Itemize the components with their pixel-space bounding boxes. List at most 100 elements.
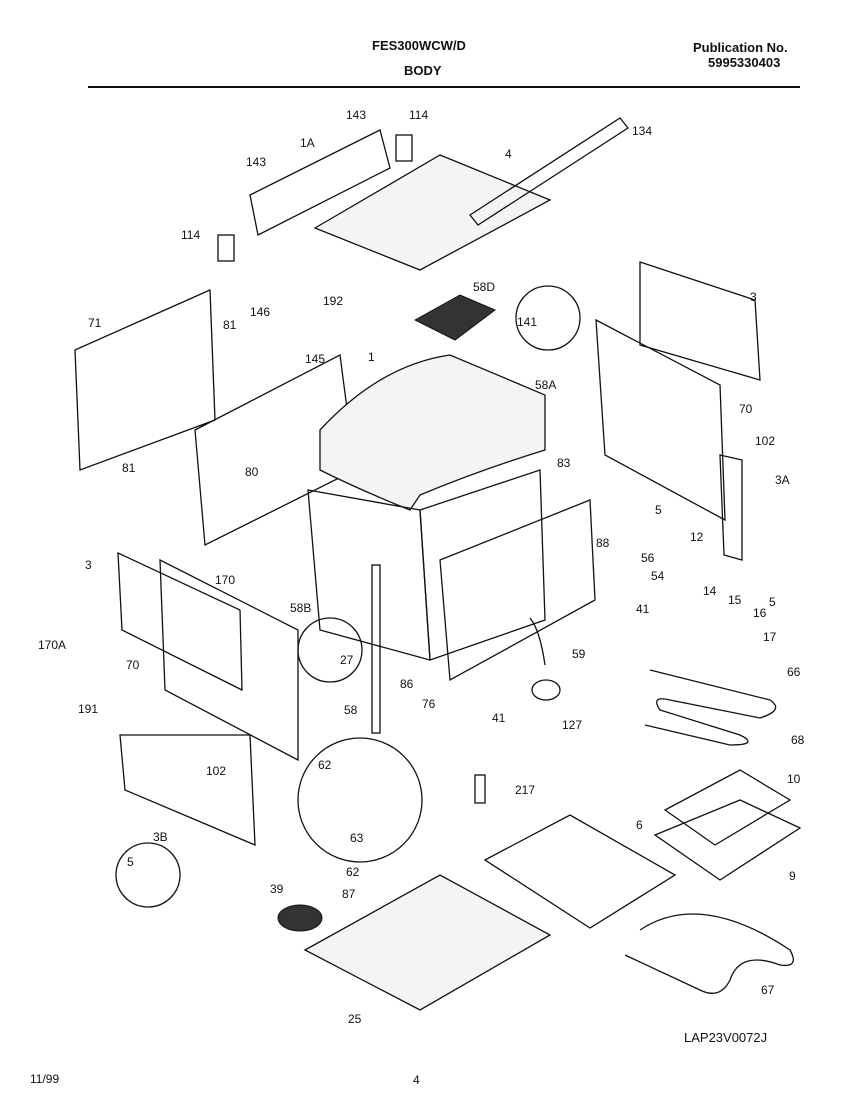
bracket-114-top bbox=[395, 134, 413, 162]
detail-5 bbox=[115, 842, 181, 908]
callout: 58 bbox=[344, 703, 358, 717]
callout: 3A bbox=[775, 473, 790, 487]
callout: 62 bbox=[318, 758, 332, 772]
callout: 6 bbox=[636, 818, 643, 832]
kick-panel-3b bbox=[119, 734, 256, 847]
side-panel-3-right bbox=[639, 261, 761, 381]
callout: 70 bbox=[126, 658, 140, 672]
footer-date: 11/99 bbox=[30, 1072, 60, 1086]
callout: 67 bbox=[761, 983, 775, 997]
detail-141 bbox=[515, 285, 581, 351]
side-panel-70-left bbox=[159, 558, 299, 762]
oven-cavity-side bbox=[419, 469, 546, 661]
callout: 39 bbox=[270, 882, 284, 896]
callout: 41 bbox=[636, 602, 650, 616]
callout: 59 bbox=[572, 647, 586, 661]
trim-134 bbox=[469, 117, 629, 226]
part-58 bbox=[371, 564, 381, 734]
callout: 17 bbox=[763, 630, 777, 644]
callout: 83 bbox=[557, 456, 571, 470]
publication-number: 5995330403 bbox=[708, 55, 781, 70]
part-217 bbox=[474, 774, 486, 804]
callout: 4 bbox=[505, 147, 512, 161]
callout: 58B bbox=[290, 601, 312, 615]
callout: 1 bbox=[368, 350, 375, 364]
callout: 1A bbox=[300, 136, 315, 150]
callout: 5 bbox=[655, 503, 662, 517]
publication-label: Publication No. bbox=[693, 40, 788, 55]
callout: 41 bbox=[492, 711, 506, 725]
callout: 3B bbox=[153, 830, 168, 844]
callout: 170A bbox=[38, 638, 67, 652]
callout: 114 bbox=[181, 228, 201, 242]
detail-62-63 bbox=[297, 737, 423, 863]
callout: 58D bbox=[473, 280, 496, 294]
section-title: BODY bbox=[404, 63, 442, 78]
callout: 102 bbox=[206, 764, 227, 778]
side-panel-3-left bbox=[117, 551, 243, 692]
callout: 86 bbox=[400, 677, 414, 691]
callout: 25 bbox=[348, 1012, 362, 1026]
callout: 12 bbox=[690, 530, 704, 544]
callout: 170 bbox=[215, 573, 236, 587]
part-59 bbox=[529, 617, 546, 666]
callout: 102 bbox=[755, 434, 776, 448]
front-frame-83 bbox=[439, 499, 596, 682]
callout: 5 bbox=[769, 595, 776, 609]
callout: 68 bbox=[791, 733, 805, 747]
callout: 15 bbox=[728, 593, 742, 607]
callout: 114 bbox=[409, 108, 429, 122]
callout: 143 bbox=[246, 155, 267, 169]
callout: 134 bbox=[632, 124, 653, 138]
callout: 88 bbox=[596, 536, 610, 550]
top-cover bbox=[313, 154, 552, 271]
callout: 87 bbox=[342, 887, 356, 901]
model-number: FES300WCW/D bbox=[372, 38, 466, 53]
callout: 14 bbox=[703, 584, 717, 598]
callout: 56 bbox=[641, 551, 655, 565]
callout: 16 bbox=[753, 606, 767, 620]
callout: 146 bbox=[250, 305, 271, 319]
callout: 5 bbox=[127, 855, 134, 869]
header-rule bbox=[88, 86, 800, 88]
insulation-58d bbox=[413, 294, 496, 341]
page-number: 4 bbox=[413, 1073, 420, 1087]
broiler-grid-10 bbox=[663, 769, 792, 846]
part-127 bbox=[531, 679, 561, 701]
back-trim-1a bbox=[249, 129, 391, 236]
callout: 27 bbox=[340, 653, 354, 667]
callout: 10 bbox=[787, 772, 801, 786]
bracket-102-right bbox=[719, 454, 743, 561]
callout: 58A bbox=[535, 378, 557, 392]
callout: 62 bbox=[346, 865, 360, 879]
oven-rack-6 bbox=[483, 814, 677, 929]
callout: 66 bbox=[787, 665, 801, 679]
callout: 3 bbox=[85, 558, 92, 572]
detail-27 bbox=[297, 617, 363, 683]
callout: 76 bbox=[422, 697, 436, 711]
broiler-pan-9 bbox=[653, 799, 802, 881]
callout: 3 bbox=[750, 290, 757, 304]
callout: 81 bbox=[122, 461, 136, 475]
callout: 54 bbox=[651, 569, 665, 583]
callout: 145 bbox=[305, 352, 326, 366]
oven-insulation-58a bbox=[319, 354, 546, 511]
callout: 81 bbox=[223, 318, 237, 332]
broil-element-66 bbox=[644, 669, 777, 746]
callout: 80 bbox=[245, 465, 259, 479]
callout: 63 bbox=[350, 831, 364, 845]
callout: 141 bbox=[517, 315, 538, 329]
part-39 bbox=[277, 904, 323, 932]
callout: 127 bbox=[562, 718, 583, 732]
oven-bottom-25 bbox=[303, 874, 552, 1011]
callout: 191 bbox=[78, 702, 99, 716]
bake-element-67 bbox=[624, 913, 794, 994]
callout: 217 bbox=[515, 783, 536, 797]
callout: 192 bbox=[323, 294, 344, 308]
callout: 143 bbox=[346, 108, 367, 122]
diagram-code: LAP23V0072J bbox=[684, 1030, 768, 1045]
side-panel-70-right bbox=[595, 318, 726, 522]
callout: 70 bbox=[739, 402, 753, 416]
